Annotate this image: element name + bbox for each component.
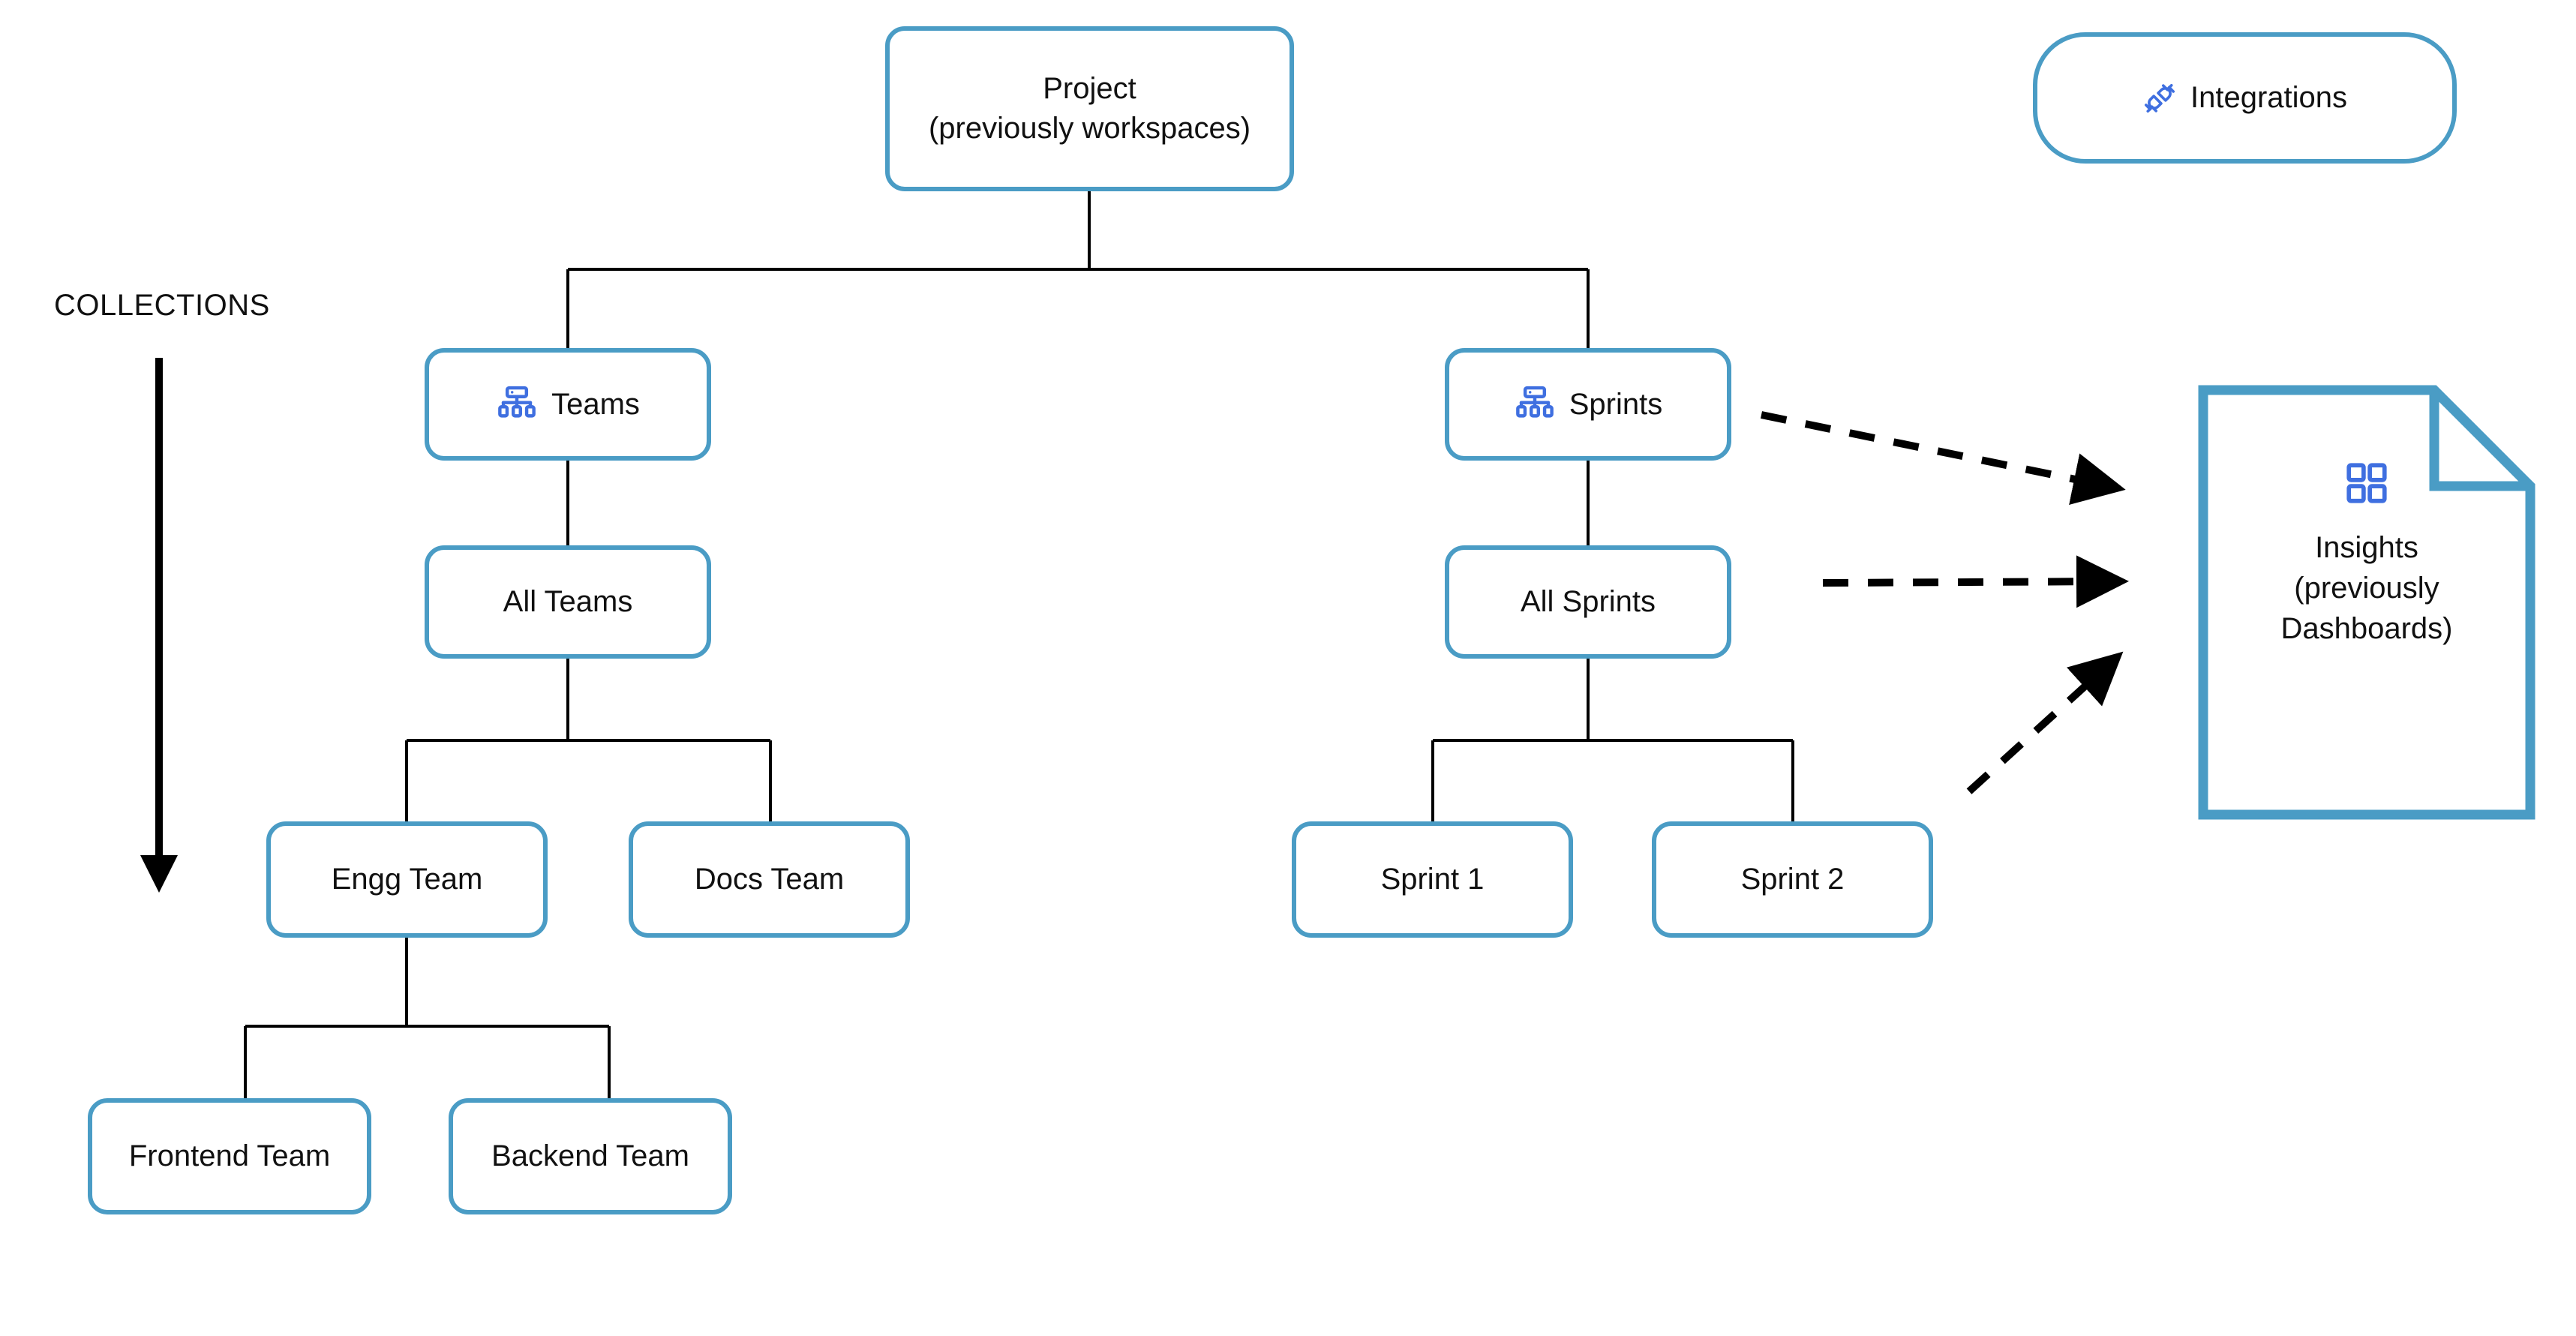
node-sprint-2[interactable]: Sprint 2 [1652,821,1933,938]
node-docs-team-label: Docs Team [694,863,845,896]
node-sprint-2-label: Sprint 2 [1740,863,1845,896]
node-all-sprints[interactable]: All Sprints [1445,545,1731,659]
node-backend-team[interactable]: Backend Team [449,1098,732,1214]
node-all-teams-label: All Teams [503,585,633,619]
plug-connector-icon [2142,81,2177,116]
node-integrations[interactable]: Integrations [2033,32,2457,164]
node-backend-team-label: Backend Team [491,1139,689,1173]
node-sprint-1-label: Sprint 1 [1380,863,1485,896]
dashed-edge-sprints-to-insights [1760,411,2126,506]
document-folded-corner-shape [2198,385,2535,820]
node-engg-team[interactable]: Engg Team [266,821,548,938]
collections-label: COLLECTIONS [54,289,270,322]
node-project[interactable]: Project (previously workspaces) [885,26,1294,191]
hierarchy-icon [496,383,538,425]
node-docs-team[interactable]: Docs Team [629,821,910,938]
node-engg-team-label: Engg Team [331,863,483,896]
hierarchy-icon [1514,383,1556,425]
node-all-teams[interactable]: All Teams [425,545,711,659]
node-sprint-1[interactable]: Sprint 1 [1292,821,1573,938]
dashed-edge-all-sprints-to-insights [1822,555,2129,608]
node-all-sprints-label: All Sprints [1520,585,1656,619]
node-frontend-team[interactable]: Frontend Team [88,1098,371,1214]
dashed-edge-sprint2-to-insights [1966,651,2124,794]
node-sprints-label: Sprints [1569,387,1663,421]
node-project-label: Project (previously workspaces) [928,72,1251,145]
node-teams-label: Teams [551,387,640,421]
node-teams[interactable]: Teams [425,348,711,461]
node-integrations-label: Integrations [2190,81,2348,115]
node-frontend-team-label: Frontend Team [128,1139,331,1173]
node-insights[interactable]: Insights (previously Dashboards) [2198,385,2535,820]
node-sprints[interactable]: Sprints [1445,348,1731,461]
